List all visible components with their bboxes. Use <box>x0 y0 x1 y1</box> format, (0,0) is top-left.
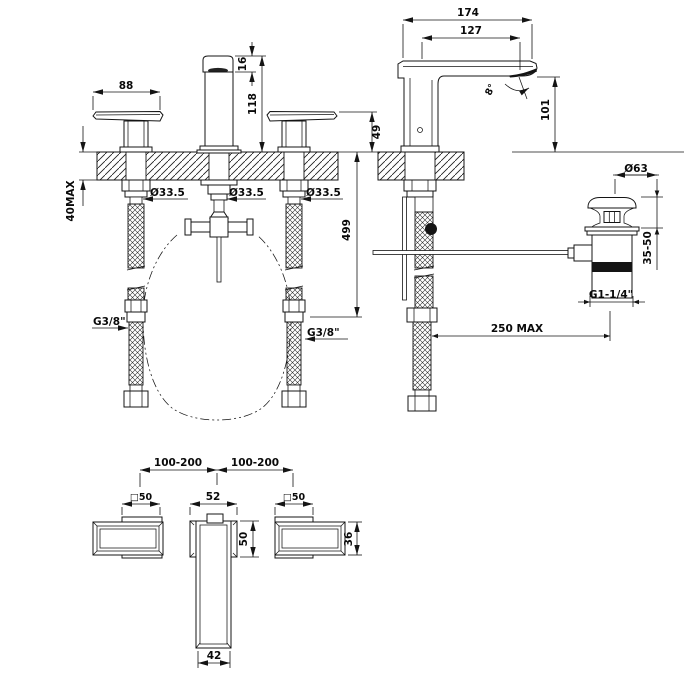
supply-hose-right <box>279 179 309 408</box>
dim-label-127: 127 <box>460 25 482 37</box>
set-screw <box>417 127 423 133</box>
spout-plan <box>189 513 238 649</box>
handle-left-plan <box>92 516 164 559</box>
dim-label-dia63: Ø63 <box>624 163 648 175</box>
dim-label-174: 174 <box>457 7 479 19</box>
dim-deck-thickness: 40MAX <box>65 126 97 222</box>
dim-label-dia-right: Ø33.5 <box>306 187 341 199</box>
dim-hole-diameters: Ø33.5 Ø33.5 Ø33.5 <box>143 187 343 202</box>
dim-below-deck-length: 499 <box>310 152 362 318</box>
popup-rod-side <box>372 196 575 301</box>
dim-label-250max: 250 MAX <box>491 323 543 335</box>
dim-handle-height: 49 <box>338 111 383 153</box>
dim-handle-depth: 36 <box>343 521 362 556</box>
dim-label-42: 42 <box>207 650 222 662</box>
dim-total-depth: 174 <box>402 7 533 59</box>
handle-left-front <box>92 110 164 153</box>
dim-label-sq50-right: □50 <box>283 492 306 503</box>
dim-spacing-right: 100-200 <box>217 457 294 487</box>
spout-outlet-side <box>509 68 537 78</box>
dim-label-52: 52 <box>206 491 221 503</box>
dim-hose-threads: G3/8" G3/8" <box>92 316 348 342</box>
handle-right-plan <box>274 516 346 559</box>
deck-side <box>377 150 465 182</box>
dim-handle-square-right: □50 <box>274 492 314 515</box>
dim-label-36: 36 <box>343 532 355 547</box>
dim-waste-diameter: Ø63 <box>613 163 659 194</box>
front-view: 88 16 118 49 40MAX <box>65 42 383 421</box>
dim-label-50: 50 <box>238 532 250 547</box>
dim-label-dia-center: Ø33.5 <box>229 187 264 199</box>
spray-angle-annotation: 8° <box>483 76 530 100</box>
dim-label-g38-left: G3/8" <box>93 316 126 328</box>
handle-right-front <box>266 110 338 153</box>
dim-waste-deck-range: 35-50 <box>641 179 663 270</box>
dim-spacing-left: 100-200 <box>139 457 218 487</box>
dim-label-g114: G1-1/4" <box>589 289 633 301</box>
side-view: 8° <box>372 7 684 412</box>
dim-label-3550: 35-50 <box>642 231 654 265</box>
popup-rod-front <box>184 179 254 283</box>
dim-label-16: 16 <box>237 57 249 72</box>
hose-bend-dot <box>425 223 437 235</box>
dim-label-88: 88 <box>119 80 134 92</box>
dim-spout-base-depth: 50 <box>238 520 259 558</box>
deck-front <box>96 150 339 182</box>
dim-spout-height: 118 <box>247 56 265 152</box>
dim-label-sq50-left: □50 <box>130 492 153 503</box>
dim-handle-width: 88 <box>92 80 161 110</box>
hose-fitting-right <box>282 299 306 323</box>
dim-spout-base-width: 52 <box>189 491 238 515</box>
dim-label-49: 49 <box>371 125 383 140</box>
dim-label-spacing-left: 100-200 <box>154 457 202 469</box>
dim-label-499: 499 <box>341 219 353 241</box>
dim-spout-outlet-height: 101 <box>512 76 684 153</box>
dim-label-spacing-right: 100-200 <box>231 457 279 469</box>
dim-handle-square-left: □50 <box>121 492 161 515</box>
spout-side <box>397 60 538 153</box>
dim-rod-reach: 250 MAX <box>432 311 611 341</box>
dim-spout-cap: 16 <box>235 42 266 86</box>
dim-label-dia-left: Ø33.5 <box>150 187 185 199</box>
drain-assembly <box>567 197 640 299</box>
dim-label-101: 101 <box>540 99 552 121</box>
supply-hose-side <box>403 179 438 412</box>
supply-hose-left <box>121 179 151 408</box>
dim-spout-reach: 127 <box>421 25 521 70</box>
drain-seal-band <box>592 262 632 272</box>
dim-label-118: 118 <box>247 93 259 115</box>
plan-view: 100-200 100-200 □50 52 □50 <box>92 457 362 668</box>
hose-fitting-left <box>124 299 148 323</box>
dim-label-40max: 40MAX <box>65 180 77 221</box>
dim-label-angle: 8° <box>483 82 498 97</box>
dim-spout-tip-width: 42 <box>197 650 231 668</box>
dim-waste-thread: G1-1/4" <box>578 289 645 307</box>
spout-front <box>196 55 242 154</box>
dim-label-g38-right: G3/8" <box>307 327 340 339</box>
